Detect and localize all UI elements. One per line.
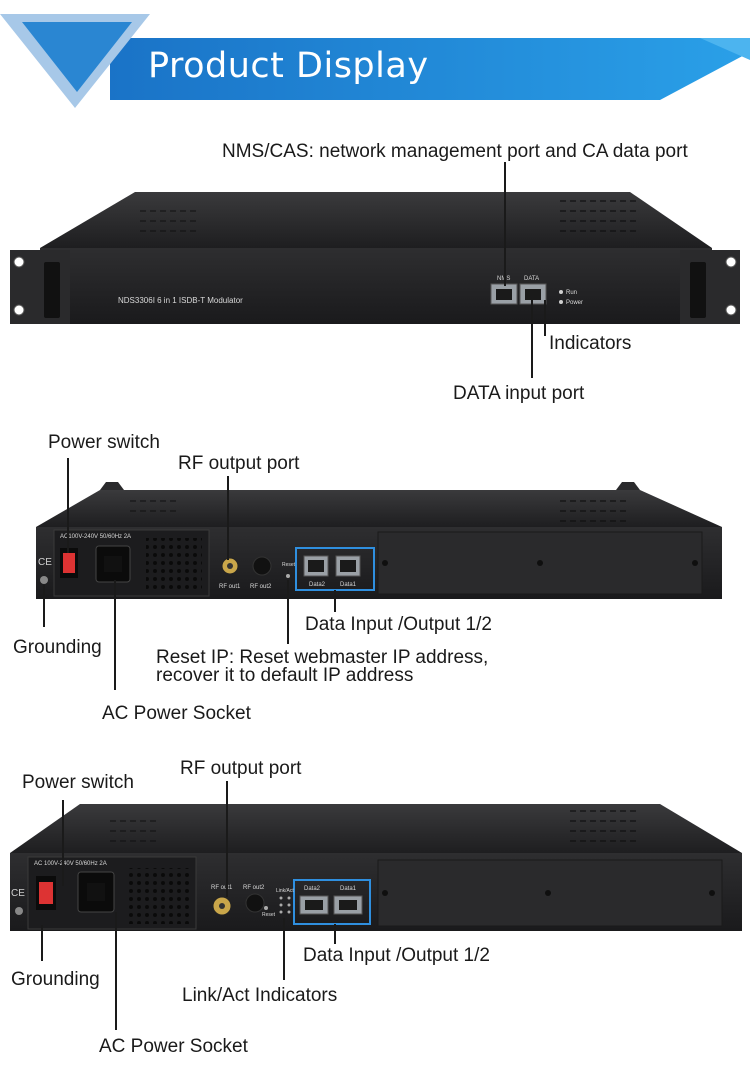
leader-indicators bbox=[544, 300, 546, 336]
front-panel bbox=[10, 192, 740, 324]
leader-nms bbox=[504, 162, 506, 286]
leader-ac-socket-1 bbox=[114, 580, 116, 690]
callout-link-act: Link/Act Indicators bbox=[182, 985, 338, 1006]
leader-link-act bbox=[283, 918, 285, 980]
callout-rf-output-1: RF output port bbox=[178, 453, 300, 474]
rear2-rf-out1-label: RF out1 bbox=[211, 885, 233, 891]
rear2-ac-rating: AC 100V-240V 50/60Hz 2A bbox=[34, 861, 107, 867]
callout-rf-output-2: RF output port bbox=[180, 758, 302, 779]
leader-reset-1 bbox=[287, 580, 289, 644]
rear-panel-1: CE bbox=[36, 482, 722, 599]
rear-panel-2: CE bbox=[10, 804, 742, 931]
leader-power-switch-2 bbox=[62, 800, 64, 886]
leader-data-input bbox=[531, 300, 533, 378]
callout-reset-ip-line1: Reset IP: Reset webmaster IP address, bbox=[156, 647, 489, 668]
rear2-rf-out2-label: RF out2 bbox=[243, 885, 265, 891]
callout-data-io-2: Data Input /Output 1/2 bbox=[303, 945, 490, 966]
nms-port-label: NMS bbox=[497, 276, 510, 282]
rear1-rf-out1-label: RF out1 bbox=[219, 584, 241, 590]
callout-data-io-1: Data Input /Output 1/2 bbox=[305, 614, 492, 635]
leader-power-switch-1 bbox=[67, 458, 69, 553]
leader-rf-output-2 bbox=[226, 781, 228, 897]
led-power-label: Power bbox=[566, 300, 583, 306]
callout-grounding-1: Grounding bbox=[13, 637, 102, 658]
front-model-label: NDS3306I 6 in 1 ISDB-T Modulator bbox=[118, 296, 243, 305]
rear1-reset-label: Reset bbox=[282, 562, 296, 568]
callout-power-switch-1: Power switch bbox=[48, 432, 160, 453]
callout-grounding-2: Grounding bbox=[11, 969, 100, 990]
rear2-data2-label: Data2 bbox=[304, 886, 321, 892]
leader-ac-socket-2 bbox=[115, 912, 117, 1030]
data-port-label: DATA bbox=[524, 276, 539, 282]
rear2-data1-label: Data1 bbox=[340, 886, 357, 892]
leader-data-io-2 bbox=[334, 924, 336, 944]
rear2-reset-label: Reset bbox=[262, 912, 276, 918]
rear1-rf-out2-label: RF out2 bbox=[250, 584, 272, 590]
leader-data-io-1 bbox=[334, 590, 336, 612]
rear1-data1-label: Data1 bbox=[340, 582, 357, 588]
callout-nms-cas: NMS/CAS: network management port and CA … bbox=[222, 141, 688, 162]
header-banner bbox=[0, 14, 750, 108]
leader-grounding-1 bbox=[43, 585, 45, 627]
svg-text:CE: CE bbox=[38, 557, 52, 568]
leader-grounding-2 bbox=[41, 925, 43, 961]
callout-ac-socket-2: AC Power Socket bbox=[99, 1036, 248, 1057]
rear2-link-act-label: Link/Act bbox=[276, 888, 294, 894]
page-title: Product Display bbox=[148, 46, 429, 86]
callout-indicators: Indicators bbox=[549, 333, 632, 354]
svg-text:CE: CE bbox=[11, 888, 25, 899]
callout-reset-ip-line2: recover it to default IP address bbox=[156, 665, 414, 686]
leader-rf-output-1 bbox=[227, 476, 229, 560]
led-run-label: Run bbox=[566, 290, 577, 296]
callout-ac-socket-1: AC Power Socket bbox=[102, 703, 251, 724]
callout-power-switch-2: Power switch bbox=[22, 772, 134, 793]
rear1-ac-rating: AC100V-240V 50/60Hz 2A bbox=[60, 534, 131, 540]
rear1-data2-label: Data2 bbox=[309, 582, 326, 588]
callout-data-input-port: DATA input port bbox=[453, 383, 585, 404]
